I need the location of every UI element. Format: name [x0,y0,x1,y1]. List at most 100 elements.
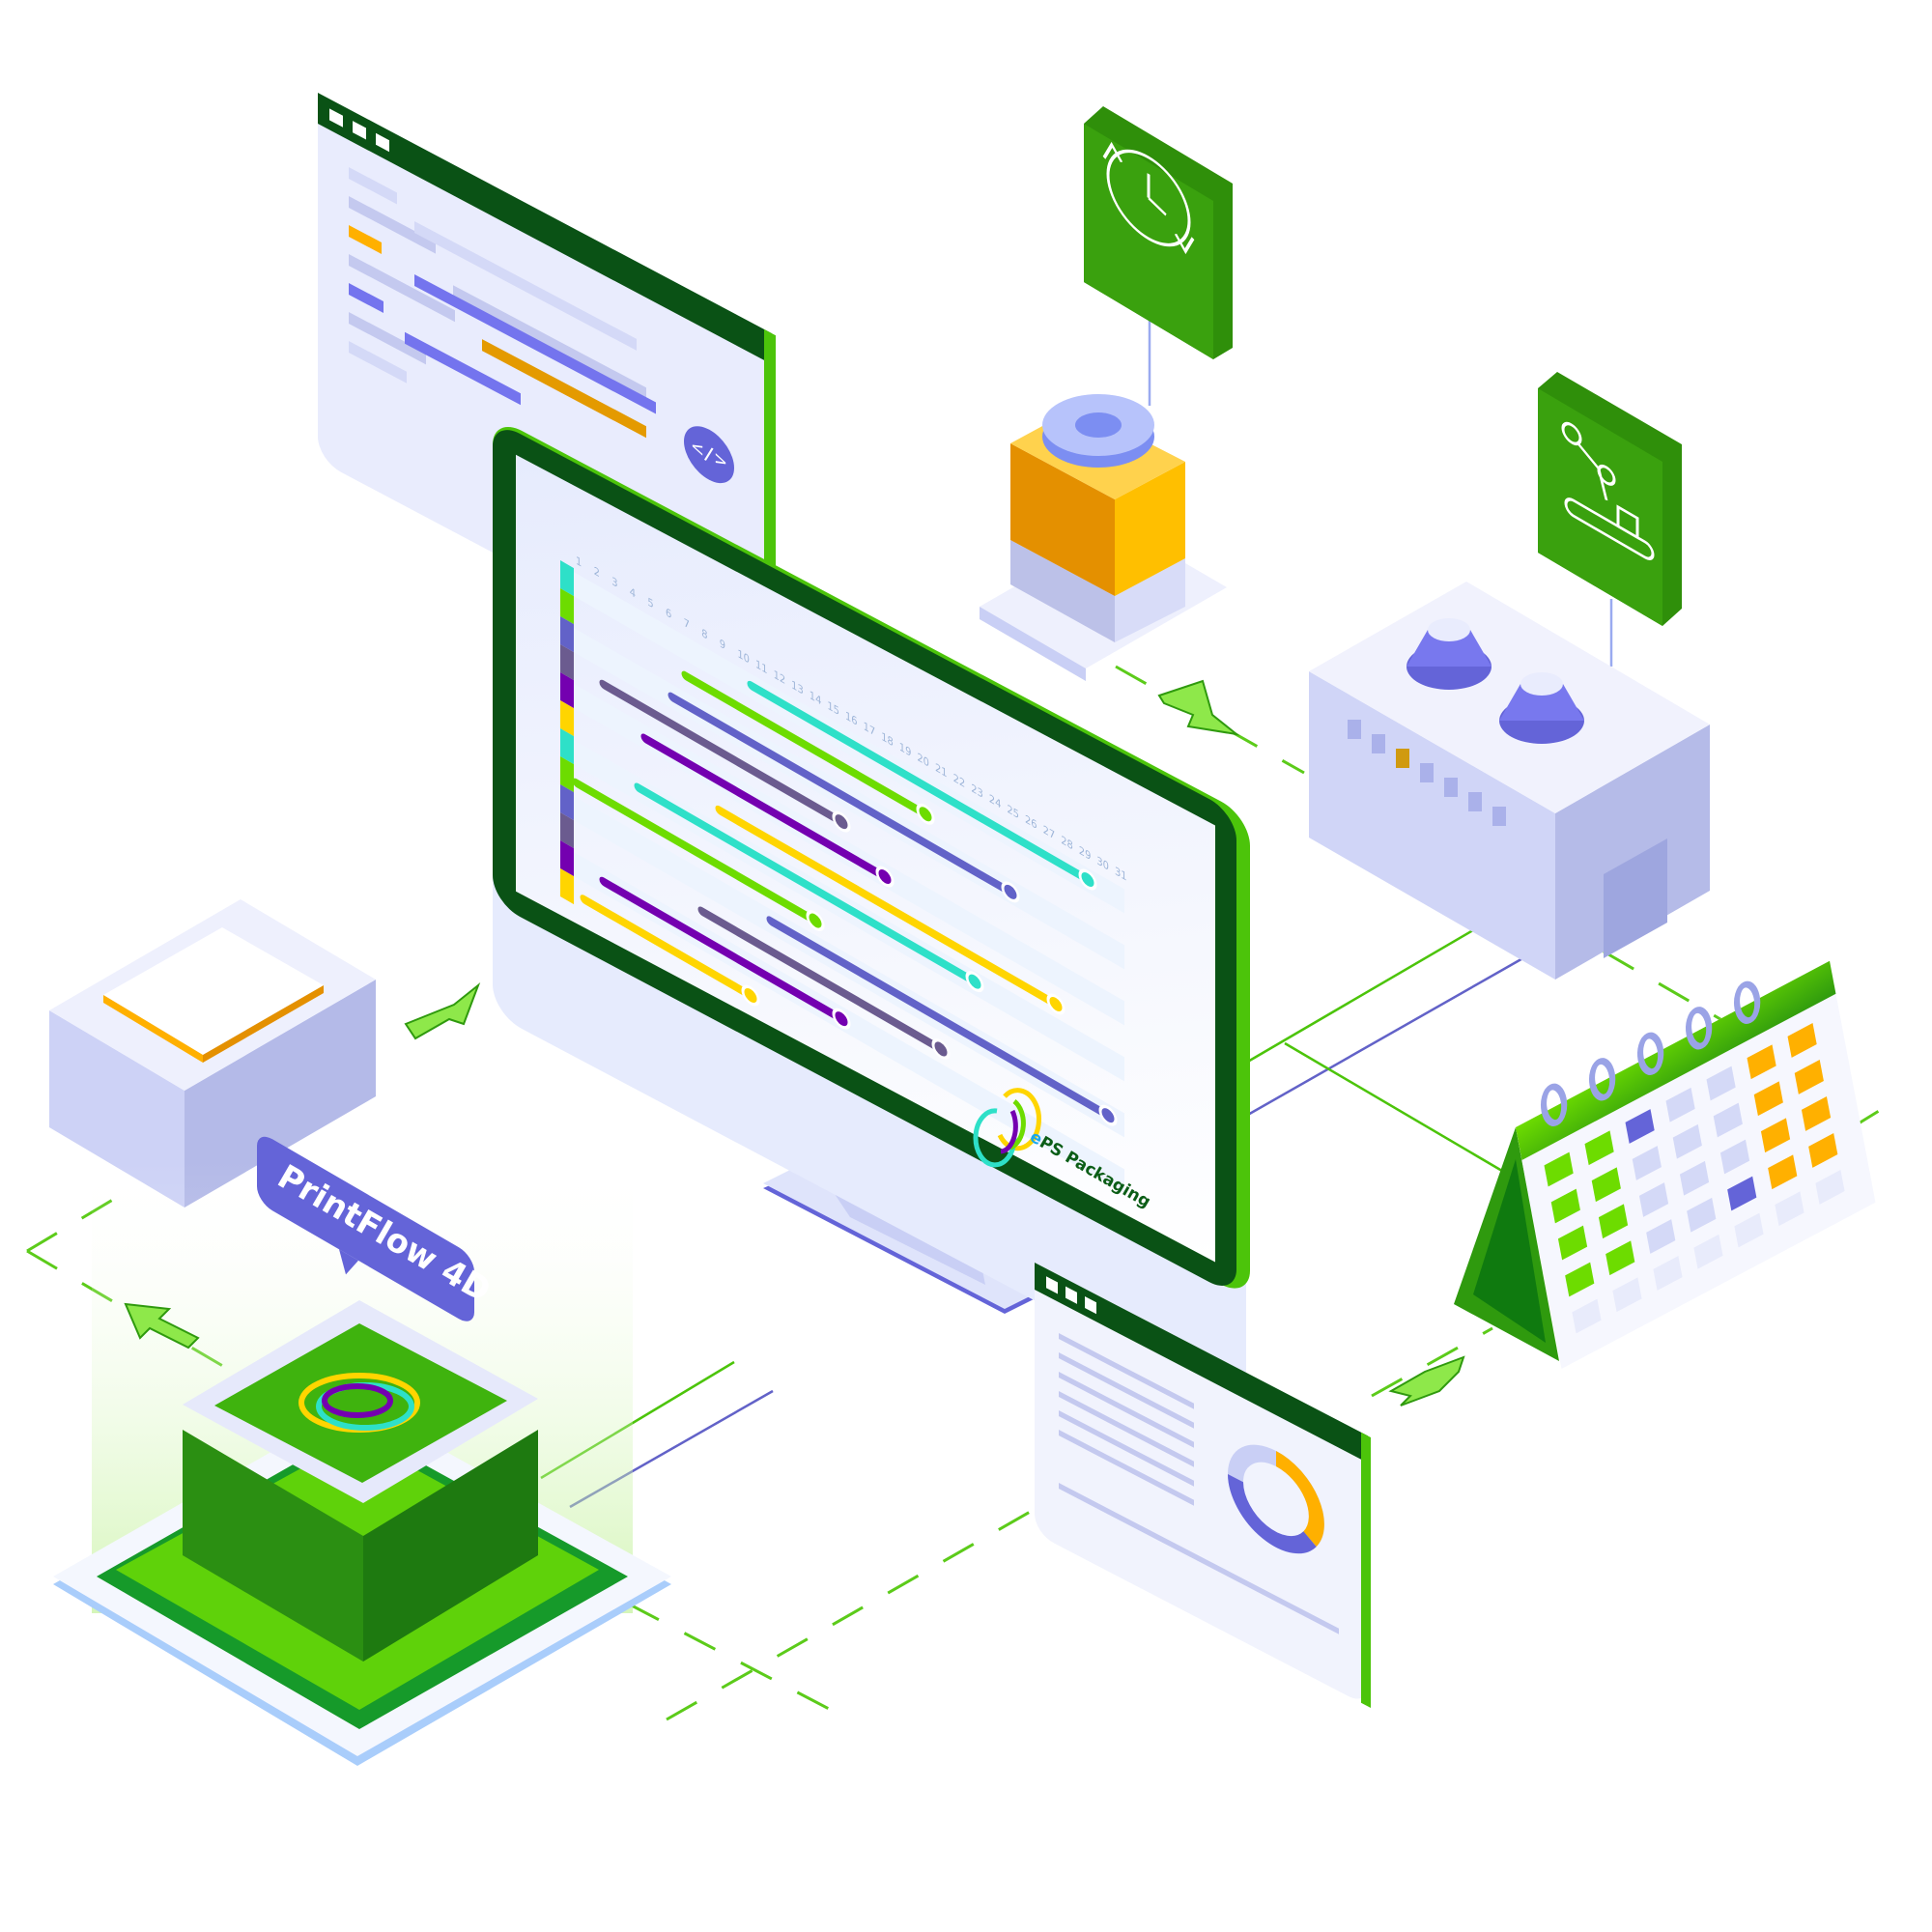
calendar-day [1727,1176,1757,1211]
code-window-titlebar [318,93,772,365]
robot-sign [1538,372,1682,626]
code-icon [684,426,734,484]
row-color-marker [560,728,574,765]
schedule-bar [668,692,1015,897]
factory-door [1604,838,1667,958]
calendar-day [1565,1262,1595,1297]
calendar-day [1646,1219,1676,1254]
row-color-marker [560,784,574,821]
calendar-day [1665,1087,1695,1122]
calendar-day [1794,1060,1824,1094]
calendar-day [1693,1234,1723,1269]
schedule-bar-end [832,1008,851,1030]
donut-chart-icon [1228,1444,1324,1554]
arrow-icon [124,679,1465,1406]
day-label: 7 [684,615,690,632]
schedule-bar [599,679,846,827]
calendar-day [1734,1212,1764,1248]
calendar-day [1625,1109,1655,1144]
clock-refresh-icon [1102,141,1195,255]
row-color-marker [560,756,574,793]
row-color-marker [560,868,574,905]
production-box [980,394,1227,681]
row-color-marker [560,672,574,709]
calendar-day [1787,1023,1817,1058]
window-control [329,108,343,128]
calendar-day [1605,1240,1635,1276]
calendar-day [1653,1256,1683,1291]
day-label: 1 [576,554,582,570]
schedule-bar [580,895,755,1001]
factory-left [49,899,376,1208]
calendar-day [1557,1225,1588,1261]
calendar-day [1801,1096,1832,1131]
schedule-bar [634,782,980,987]
schedule-bar [681,670,930,819]
schedule-bar-end [965,971,984,993]
calendar-day [1612,1277,1642,1313]
cube-front-right [363,1430,538,1662]
day-label: 9 [720,637,725,653]
gear-icon [1042,394,1154,468]
calendar-day [1760,1118,1791,1153]
calendar-day [1719,1139,1750,1175]
robot-arm-conveyor-icon [1561,421,1655,561]
window-control [353,121,366,140]
day-label: 8 [701,626,707,642]
schedule-bar-end [832,810,851,833]
calendar-day [1572,1298,1602,1334]
calendar-day [1584,1130,1614,1166]
schedule-bar-end [741,984,760,1007]
row-color-marker [560,616,574,653]
calendar-day [1768,1154,1798,1190]
clock-sign [1084,106,1233,359]
calendar-day [1815,1170,1845,1205]
calendar-day [1632,1146,1662,1180]
row-color-marker [560,812,574,849]
schedule-bar [640,733,890,882]
row-color-marker [560,560,574,597]
calendar [1454,960,1876,1369]
calendar-day [1687,1197,1717,1233]
day-label: 5 [647,595,653,611]
calendar-day [1598,1204,1629,1239]
schedule-gantt: 1234567891011121314151617181920212223242… [560,554,1127,1194]
schedule-bar [766,916,1113,1121]
calendar-day [1713,1102,1743,1138]
day-label: 6 [666,606,671,622]
row-color-marker [560,644,574,681]
swirl-logo-icon [298,1373,420,1433]
day-label: 3 [611,574,617,590]
schedule-bar-end [916,803,935,825]
calendar-day [1544,1151,1574,1187]
calendar-day [1672,1123,1702,1159]
code-lines [349,166,656,439]
calendar-day [1775,1191,1804,1227]
factory-right [1309,582,1710,980]
calendar-day [1550,1188,1580,1224]
schedule-bar [697,906,946,1055]
report-lines [1059,1332,1339,1634]
printflow-platform [53,1159,671,1766]
window-control [1085,1296,1096,1315]
calendar-rings [1540,980,1761,1126]
calendar-day [1808,1133,1838,1168]
schedule-bar [715,805,1061,1009]
report-window [1035,1263,1371,1708]
row-color-marker [560,588,574,625]
calendar-day [1638,1182,1669,1217]
schedule-bar-end [1001,881,1020,903]
schedule-bar-end [806,910,825,932]
window-control [1046,1276,1058,1294]
cube-front-left [183,1430,363,1662]
schedule-bar [747,680,1093,885]
schedule-bar-end [931,1037,951,1060]
schedule-bar [599,876,846,1024]
row-color-marker [560,840,574,877]
schedule-bar [572,778,820,926]
schedule-bar-end [1078,868,1097,891]
calendar-day [1753,1081,1783,1117]
window-control [376,132,389,153]
day-label: 2 [594,564,600,581]
